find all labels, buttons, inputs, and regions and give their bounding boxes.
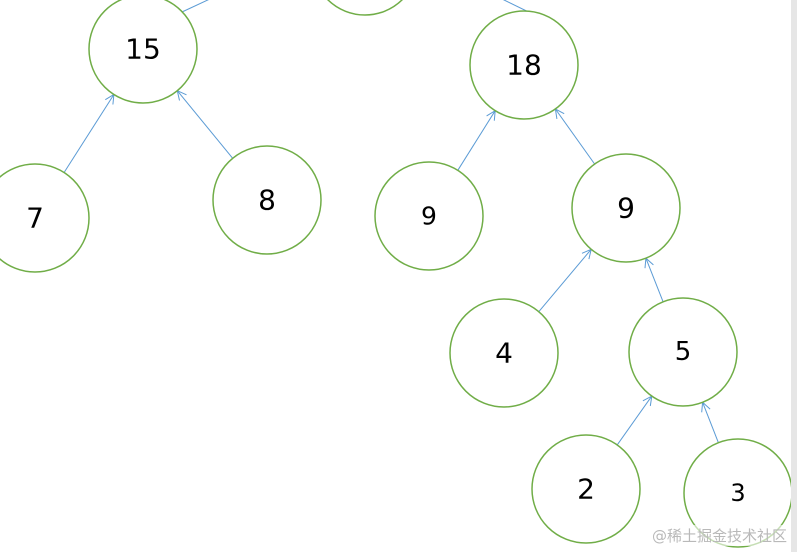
- node-circle: [628, 297, 738, 407]
- node-circle: [374, 161, 484, 271]
- node-n9a: 9: [374, 161, 484, 271]
- node-circle: [449, 298, 559, 408]
- node-n18: 18: [469, 10, 579, 120]
- edge-n2-to-n5: [616, 395, 653, 446]
- edge-n3-to-n5: [702, 402, 719, 443]
- node-circle: [0, 163, 90, 273]
- node-label: 2: [577, 473, 595, 506]
- node-circle: [327, 0, 403, 16]
- node-n15: 15: [88, 0, 198, 104]
- node-label: 7: [26, 202, 44, 235]
- node-circle: [88, 0, 198, 104]
- node-circle: [531, 434, 641, 544]
- edge-n9a-to-n18: [457, 110, 496, 171]
- edge-to-offscreen-root-left: [181, 0, 209, 13]
- edge-n5-to-n9b: [645, 258, 664, 302]
- node-label: 9: [617, 192, 635, 225]
- node-label: 9: [421, 202, 437, 231]
- node-n5: 5: [628, 297, 738, 407]
- node-n2: 2: [531, 434, 641, 544]
- node-n7: 7: [0, 163, 90, 273]
- node-n4: 4: [449, 298, 559, 408]
- watermark: @稀土掘金技术社区: [649, 525, 789, 546]
- node-label: 3: [730, 479, 745, 507]
- node-top-partial: [327, 0, 403, 16]
- node-circle: [212, 145, 322, 255]
- edge-n4-to-n9b: [538, 248, 592, 313]
- node-label: 5: [675, 337, 692, 367]
- page-right-edge: [791, 0, 797, 552]
- node-n9b: 9: [571, 153, 681, 263]
- node-label: 18: [506, 49, 542, 82]
- edge-n7-to-n15: [63, 94, 115, 173]
- edge-n8-to-n15: [176, 90, 234, 159]
- edge-n9b-to-n18: [554, 108, 596, 165]
- node-circle: [469, 10, 579, 120]
- node-label: 8: [258, 184, 276, 217]
- node-label: 4: [495, 337, 513, 370]
- node-label: 15: [125, 33, 161, 66]
- node-circle: [571, 153, 681, 263]
- node-n8: 8: [212, 145, 322, 255]
- node-n3: 3: [683, 438, 793, 548]
